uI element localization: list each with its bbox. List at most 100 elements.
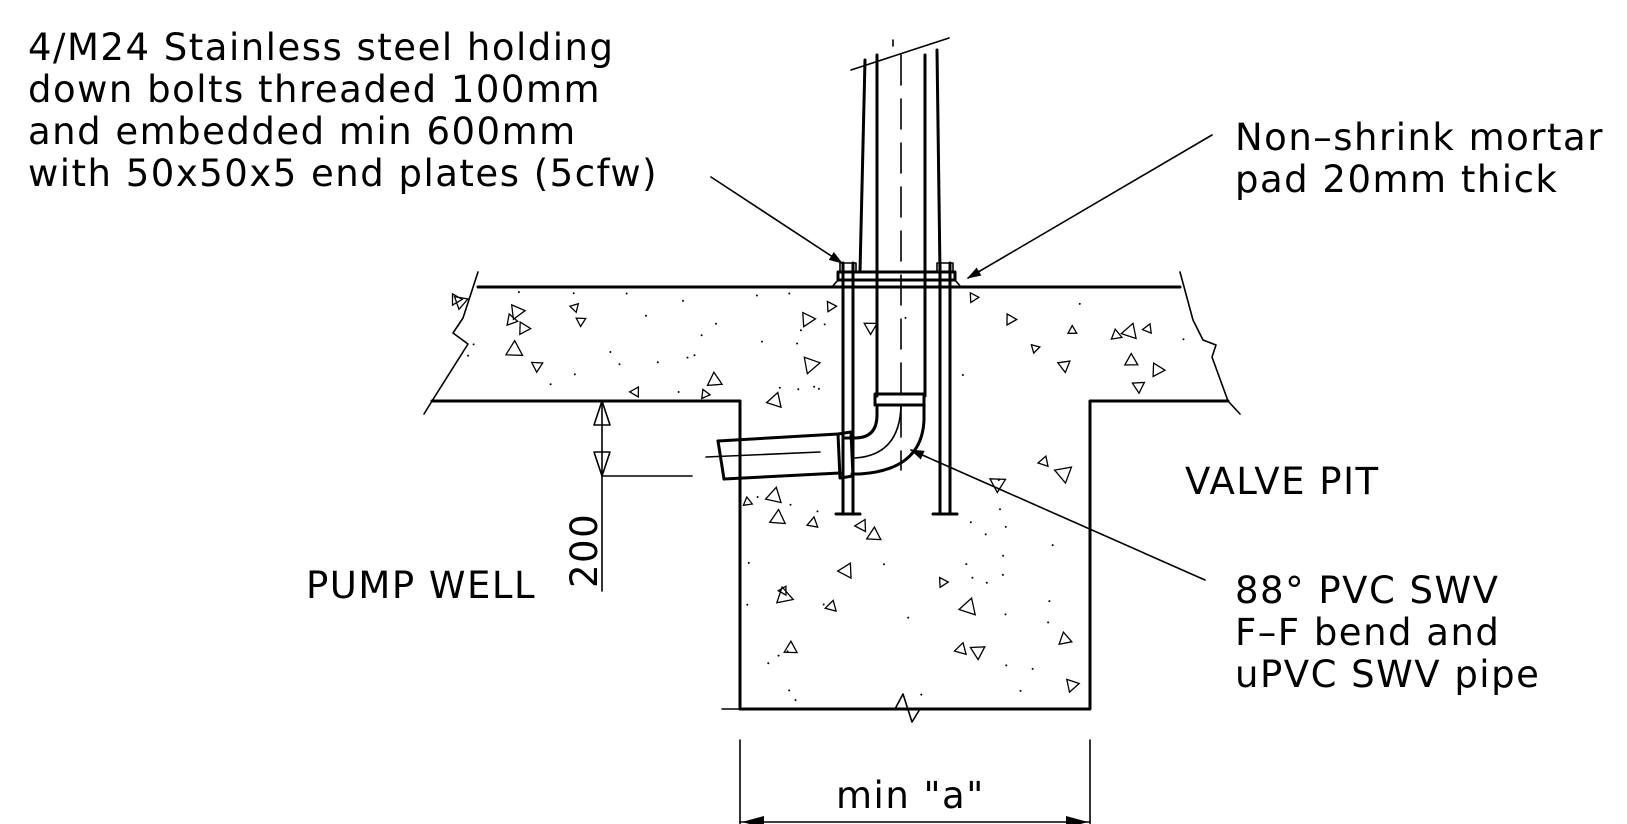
aggregate-mark — [988, 478, 1007, 494]
dimension-min-a — [739, 739, 1091, 824]
horizontal-pipe — [705, 432, 842, 481]
aggregate-dot — [767, 662, 770, 665]
bolts-note-line: 4/M24 Stainless steel holding — [28, 26, 614, 69]
aggregate-mark — [938, 576, 950, 589]
aggregate-dot — [761, 340, 763, 343]
aggregate-dot — [747, 561, 750, 564]
pump-well-label: PUMP WELL — [306, 564, 536, 607]
aggregate-dot — [656, 361, 659, 364]
aggregate-dot — [644, 314, 647, 317]
aggregate-mark — [568, 302, 580, 314]
aggregate-dot — [1048, 600, 1051, 603]
aggregate-mark — [805, 515, 819, 528]
aggregate-mark — [863, 322, 879, 336]
aggregate-mark — [953, 641, 968, 656]
aggregate-mark — [957, 596, 977, 616]
aggregate-mark — [1066, 324, 1078, 334]
aggregate-dot — [822, 603, 825, 606]
aggregate-mark — [764, 486, 782, 504]
dim-width-label: min "a" — [836, 774, 985, 817]
aggregate-dot — [549, 383, 552, 386]
bend-note-line: 88° PVC SWV — [1235, 569, 1499, 612]
aggregate-mark — [1110, 327, 1124, 340]
aggregate-dot — [700, 334, 703, 337]
aggregate-mark — [803, 356, 822, 375]
aggregate-mark — [853, 518, 867, 533]
aggregate-dot — [920, 693, 923, 696]
aggregate-dot — [693, 354, 696, 357]
aggregate-mark — [802, 311, 817, 328]
aggregate-dot — [907, 616, 910, 619]
aggregate-mark — [1036, 454, 1049, 468]
bend-note-line: uPVC SWV pipe — [1235, 653, 1540, 696]
aggregate-dot — [755, 294, 758, 297]
dim-200-label: 200 — [563, 513, 606, 588]
aggregate-mark — [836, 562, 852, 580]
aggregate-dot — [1078, 302, 1081, 305]
aggregate-dot — [1002, 554, 1005, 557]
aggregate-dot — [467, 354, 470, 357]
aggregate-mark — [865, 525, 882, 541]
aggregate-mark — [1152, 361, 1167, 378]
aggregate-dot — [984, 533, 987, 536]
aggregate-dot — [777, 654, 780, 657]
aggregate-mark — [510, 303, 527, 321]
aggregate-mark — [783, 639, 799, 654]
aggregate-mark — [453, 295, 470, 311]
aggregate-mark — [530, 361, 544, 374]
aggregate-dot — [1004, 613, 1007, 616]
aggregate-mark — [1141, 322, 1152, 335]
aggregate-dot — [961, 374, 964, 376]
aggregate-dot — [816, 510, 819, 513]
bolts-note-line: and embedded min 600mm — [28, 110, 577, 153]
aggregate-dot — [1019, 689, 1022, 692]
aggregate-mark — [826, 300, 838, 313]
aggregate-dot — [677, 391, 680, 393]
aggregate-mark — [1131, 381, 1146, 395]
aggregate-dot — [971, 576, 974, 579]
aggregate-dot — [788, 689, 791, 692]
bend-note-line: F–F bend and — [1235, 611, 1500, 654]
aggregate-mark — [1056, 360, 1071, 374]
leader-lines — [710, 134, 1213, 581]
aggregate-mark — [823, 599, 838, 613]
aggregate-dot — [904, 316, 907, 319]
aggregate-mark — [506, 312, 519, 327]
aggregate-mark — [775, 585, 795, 604]
aggregate-mark — [1006, 312, 1019, 327]
aggregate-dot — [682, 299, 684, 302]
aggregate-mark — [1065, 678, 1081, 694]
aggregate-mark — [768, 508, 787, 525]
aggregate-mark — [575, 317, 587, 328]
aggregate-dot — [969, 521, 972, 524]
mortar-note: Non–shrink mortar pad 20mm thick — [1235, 116, 1617, 201]
aggregate-mark — [628, 385, 640, 399]
aggregate-mark — [519, 320, 533, 336]
aggregate-dot — [823, 323, 826, 326]
aggregate-dot — [1051, 544, 1054, 547]
bend-note: 88° PVC SWV F–F bend and uPVC SWV pipe — [1235, 569, 1540, 696]
aggregate-dot — [625, 292, 628, 295]
aggregate-dot — [999, 508, 1001, 511]
aggregate-mark — [1123, 352, 1139, 366]
aggregate-dot — [715, 322, 717, 325]
aggregate-mark — [706, 370, 724, 387]
aggregate-dot — [883, 563, 885, 566]
aggregate-dot — [686, 356, 689, 359]
aggregate-dot — [796, 342, 799, 345]
aggregate-mark — [1120, 322, 1137, 340]
concrete-hatch — [451, 291, 1185, 702]
aggregate-mark — [701, 388, 712, 400]
aggregate-dot — [1001, 573, 1004, 576]
valve-pit-label: VALVE PIT — [1185, 460, 1380, 503]
aggregate-dot — [813, 385, 816, 388]
aggregate-mark — [504, 339, 524, 357]
dimension-200 — [593, 400, 693, 592]
bolts-note-line: with 50x50x5 end plates (5cfw) — [28, 152, 658, 195]
aggregate-dot — [746, 603, 749, 606]
holding-down-bolts — [834, 261, 959, 516]
aggregate-dot — [788, 292, 791, 295]
bolts-note: 4/M24 Stainless steel holding down bolts… — [28, 26, 658, 195]
mortar-pad — [831, 262, 962, 288]
